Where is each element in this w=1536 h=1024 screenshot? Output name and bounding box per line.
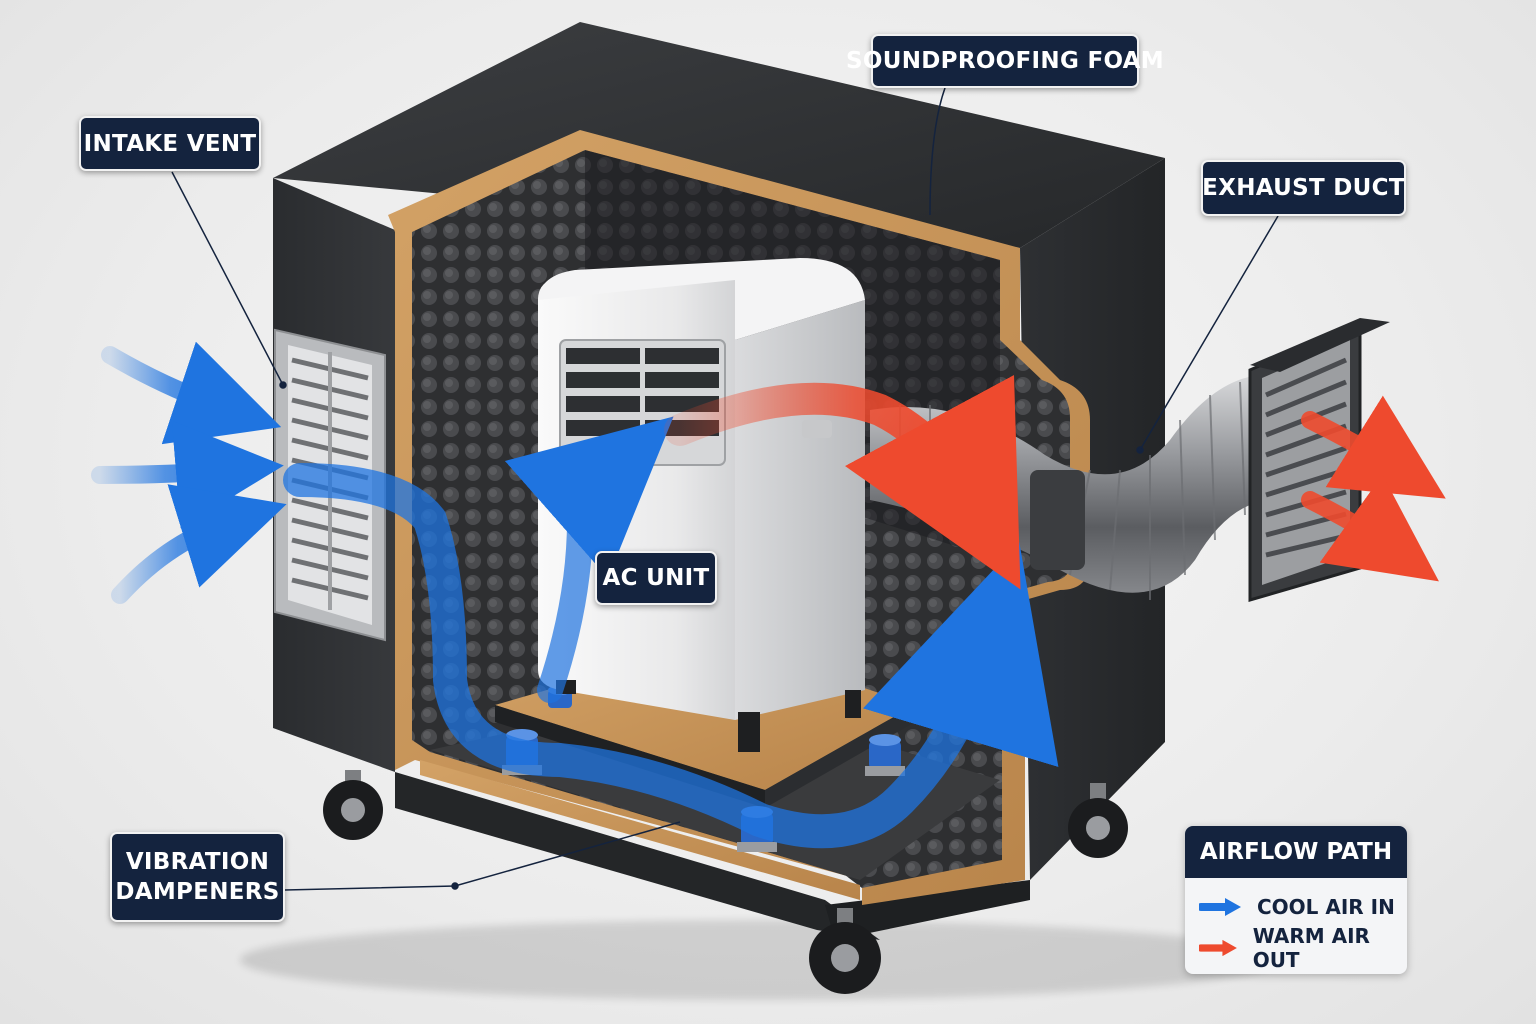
floor-shadow — [240, 920, 1280, 1000]
label-exhaust-duct: EXHAUST DUCT — [1201, 160, 1406, 216]
label-exhaust-duct-text: EXHAUST DUCT — [1202, 175, 1405, 201]
legend-title: AIRFLOW PATH — [1185, 826, 1407, 878]
label-soundproofing-foam: SOUNDPROOFING FOAM — [846, 34, 1164, 88]
caster-wheels — [323, 770, 1128, 994]
label-leader-lines — [171, 87, 1279, 891]
legend-warm-label: WARM AIR OUT — [1252, 923, 1370, 972]
airflow-legend: AIRFLOW PATH COOL AIR IN WARM AIR OUT — [1185, 826, 1407, 974]
label-intake-vent: INTAKE VENT — [79, 116, 261, 171]
label-vibration-dampeners-line1: VIBRATION — [125, 849, 270, 875]
label-vibration-dampeners: VIBRATION DAMPENERS — [110, 832, 285, 922]
legend-row-warm: WARM AIR OUT — [1185, 924, 1407, 972]
label-soundproofing-foam-text: SOUNDPROOFING FOAM — [846, 48, 1164, 74]
cool-air-arrows — [91, 341, 1059, 849]
warm-air-arrows — [664, 374, 1446, 590]
label-ac-unit: AC UNIT — [595, 551, 717, 605]
floor-plywood-lip — [420, 760, 860, 900]
legend-row-cool: COOL AIR IN — [1185, 886, 1407, 927]
legend-cool-label: COOL AIR IN — [1257, 894, 1395, 919]
label-intake-vent-text: INTAKE VENT — [83, 130, 257, 157]
label-vibration-dampeners-line2: DAMPENERS — [115, 879, 280, 905]
cool-arrow-icon — [1199, 897, 1241, 916]
label-ac-unit-text: AC UNIT — [602, 565, 710, 591]
cabinet-front-base — [825, 880, 1030, 940]
cabinet-bottom-rail — [395, 772, 880, 940]
warm-arrow-icon — [1199, 939, 1237, 956]
